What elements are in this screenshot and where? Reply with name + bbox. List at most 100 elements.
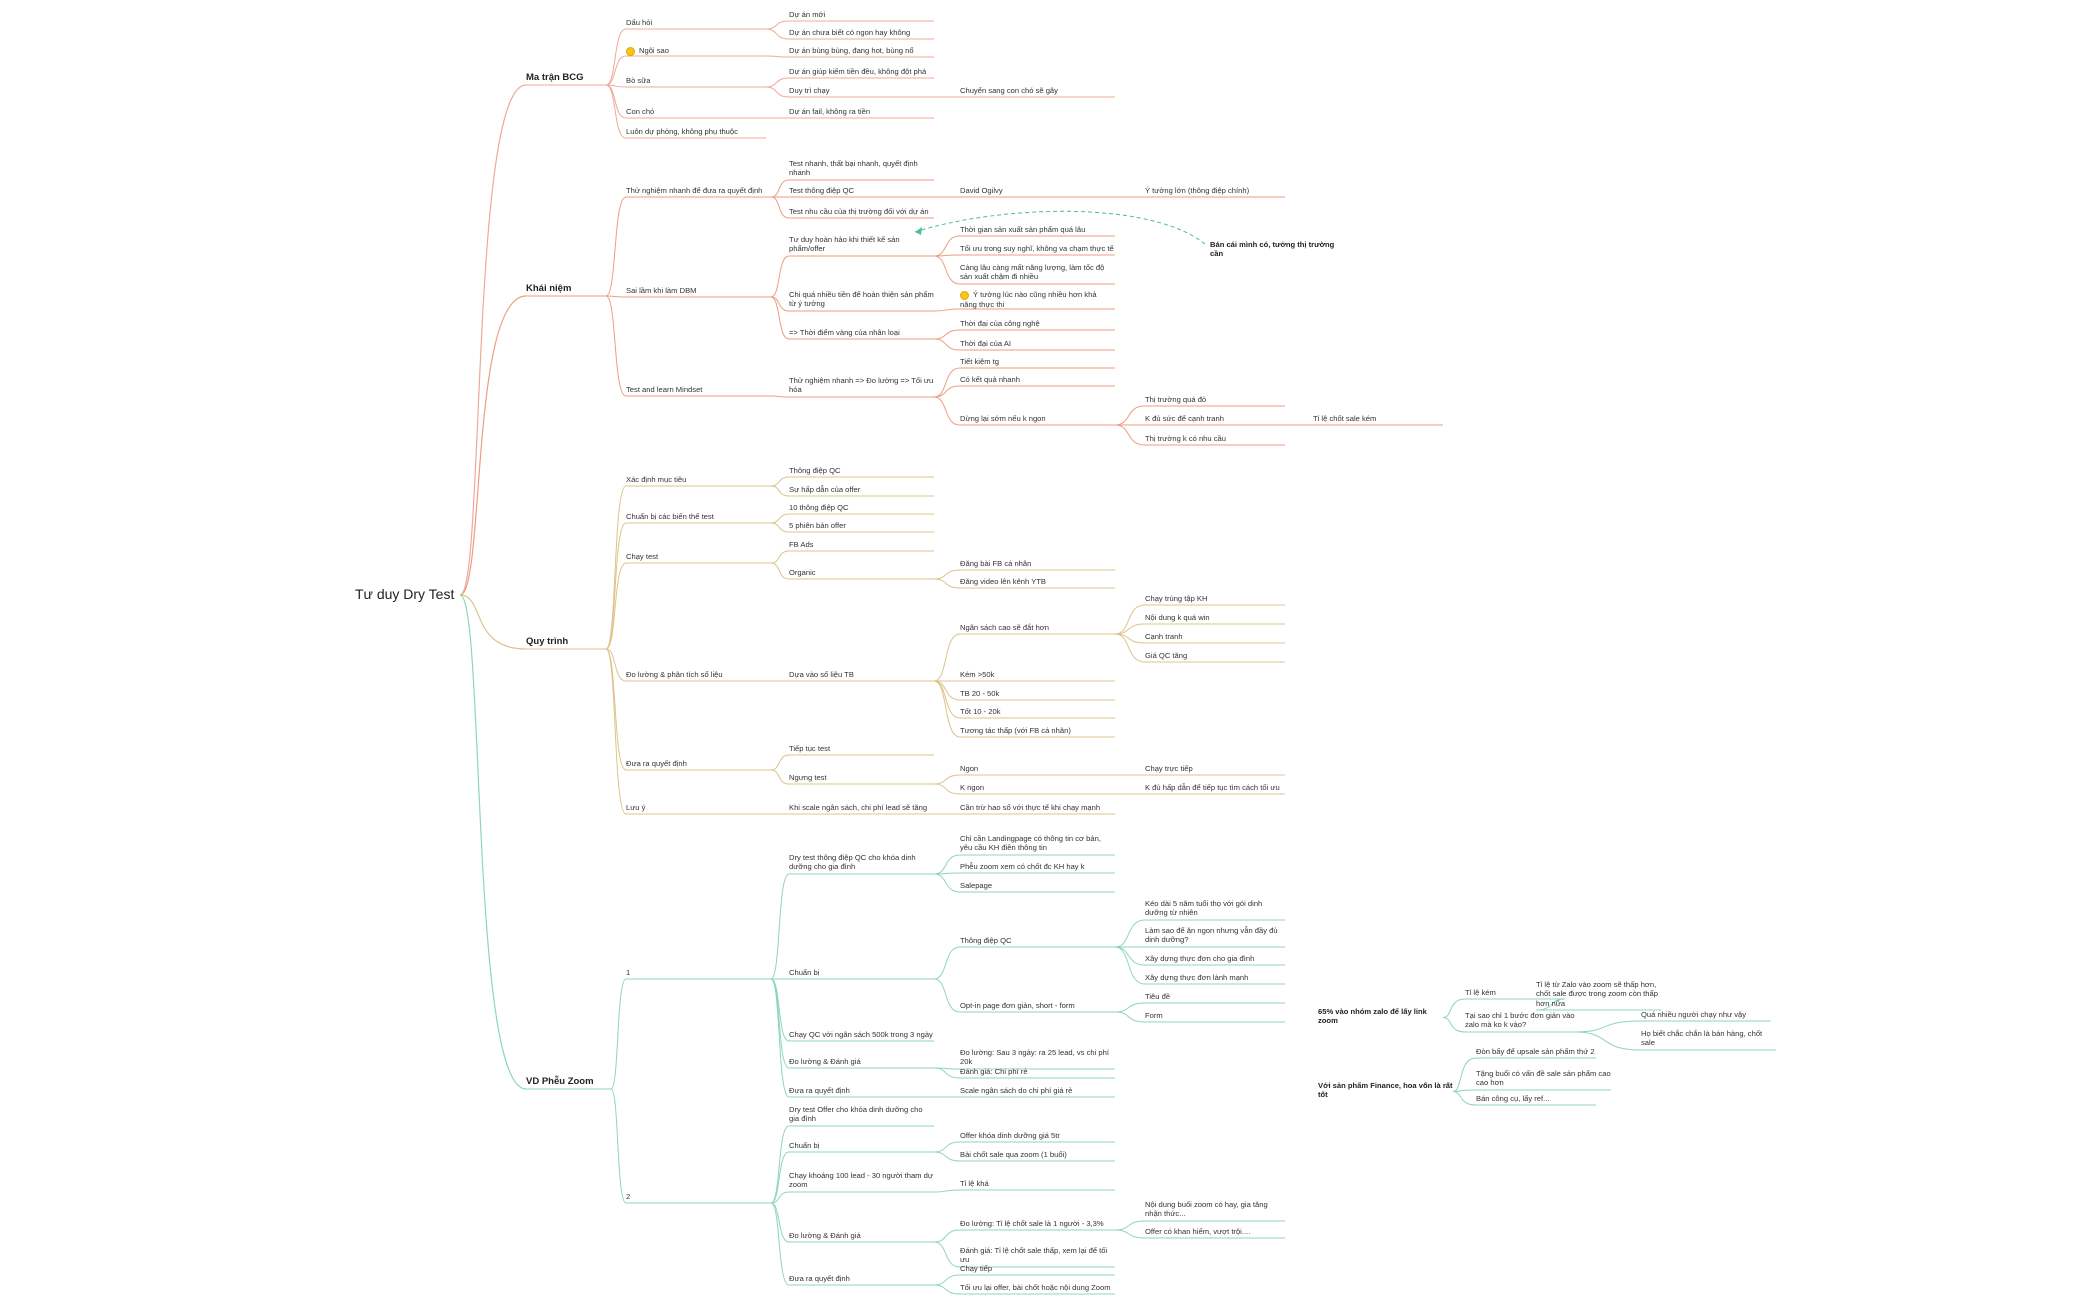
node-zm[interactable]: VD Phễu Zoom bbox=[526, 1076, 611, 1089]
node-z_2d2[interactable]: Đánh giá: Tỉ lệ chốt sale thấp, xem lại … bbox=[960, 1246, 1115, 1267]
node-f1b2[interactable]: Họ biết chắc chắn là bán hàng, chốt sale bbox=[1641, 1029, 1776, 1050]
node-b_cc[interactable]: Con chó bbox=[626, 107, 766, 118]
node-q_cb1[interactable]: 10 thông điệp QC bbox=[789, 503, 934, 514]
node-k_tl11[interactable]: Tiết kiệm tg bbox=[960, 357, 1115, 368]
node-z_2d1[interactable]: Đo lường: Tỉ lệ chốt sale là 1 người - 3… bbox=[960, 1219, 1115, 1230]
node-k_sl11[interactable]: Thời gian sản xuất sản phẩm quá lâu bbox=[960, 225, 1115, 236]
node-q_dl112[interactable]: Nội dung k quá win bbox=[1145, 613, 1285, 624]
node-k_tl1321[interactable]: Tỉ lệ chốt sale kém bbox=[1313, 414, 1443, 425]
node-f1b1[interactable]: Quá nhiều người chạy như vậy bbox=[1641, 1010, 1771, 1021]
node-z_1c[interactable]: Chạy QC với ngân sách 500k trong 3 ngày bbox=[789, 1030, 934, 1041]
node-k_tl133[interactable]: Thị trường k có nhu cầu bbox=[1145, 434, 1285, 445]
node-f1a1[interactable]: Tỉ lệ từ Zalo vào zoom sẽ thấp hơn, chốt… bbox=[1536, 980, 1661, 1010]
node-q_ct1[interactable]: FB Ads bbox=[789, 540, 934, 551]
node-k_side[interactable]: Bán cái mình có, tưởng thị trường cần bbox=[1210, 240, 1345, 261]
node-k_tn1[interactable]: Test nhanh, thất bại nhanh, quyết định n… bbox=[789, 159, 934, 180]
node-z_2d11[interactable]: Nội dung buổi zoom có hay, gia tăng nhận… bbox=[1145, 1200, 1285, 1221]
node-q_ct22[interactable]: Đăng video lên kênh YTB bbox=[960, 577, 1115, 588]
node-b_bs[interactable]: Bò sữa bbox=[626, 76, 766, 87]
node-q_dr211[interactable]: Chạy trực tiếp bbox=[1145, 764, 1285, 775]
node-q_cb[interactable]: Chuẩn bị các biến thể test bbox=[626, 512, 771, 523]
node-q_ct21[interactable]: Đăng bài FB cá nhân bbox=[960, 559, 1115, 570]
node-q_dr22[interactable]: K ngon bbox=[960, 783, 1115, 794]
node-z_2d12[interactable]: Offer có khan hiếm, vượt trội.... bbox=[1145, 1227, 1285, 1238]
node-z_2c[interactable]: Chạy khoảng 100 lead - 30 người tham dự … bbox=[789, 1171, 934, 1192]
node-k_tl12[interactable]: Có kết quả nhanh bbox=[960, 375, 1115, 386]
node-k_tn3[interactable]: Test nhu cầu của thị trường đối với dự á… bbox=[789, 207, 934, 218]
node-q_ct2[interactable]: Organic bbox=[789, 568, 934, 579]
node-k_sl2[interactable]: Chi quá nhiều tiền để hoàn thiện sản phẩ… bbox=[789, 290, 934, 311]
node-k_sl13[interactable]: Càng lâu càng mất năng lượng, làm tốc độ… bbox=[960, 263, 1115, 284]
node-z_1b21[interactable]: Tiêu đề bbox=[1145, 992, 1285, 1003]
node-z_1b11[interactable]: Kéo dài 5 năm tuổi thọ với gói dinh dưỡn… bbox=[1145, 899, 1285, 920]
node-z_1d1[interactable]: Đo lường: Sau 3 ngày: ra 25 lead, vs chi… bbox=[960, 1048, 1115, 1069]
node-k_sl3[interactable]: => Thời điểm vàng của nhân loại bbox=[789, 328, 934, 339]
node-z_1a[interactable]: Dry test thông điệp QC cho khóa dinh dưỡ… bbox=[789, 853, 934, 874]
node-qt[interactable]: Quy trình bbox=[526, 636, 606, 649]
node-z_2e2[interactable]: Tối ưu lại offer, bài chốt hoặc nội dung… bbox=[960, 1283, 1115, 1294]
node-z_1b13[interactable]: Xây dựng thực đơn cho gia đình bbox=[1145, 954, 1285, 965]
node-bcg[interactable]: Ma trận BCG bbox=[526, 72, 606, 85]
node-z_1b12[interactable]: Làm sao để ăn ngon nhưng vẫn đầy đủ dinh… bbox=[1145, 926, 1285, 947]
node-q_dl111[interactable]: Chạy trùng tập KH bbox=[1145, 594, 1285, 605]
node-kn[interactable]: Khái niệm bbox=[526, 283, 606, 296]
node-z_1d2[interactable]: Đánh giá: Chi phí rẻ bbox=[960, 1067, 1115, 1078]
node-z_2[interactable]: 2 bbox=[626, 1192, 771, 1203]
node-k_tn211[interactable]: Ý tưởng lớn (thông điệp chính) bbox=[1145, 186, 1285, 197]
node-q_xd[interactable]: Xác định mục tiêu bbox=[626, 475, 771, 486]
node-k_sl[interactable]: Sai lầm khi làm DBM bbox=[626, 286, 771, 297]
node-root[interactable]: Tư duy Dry Test bbox=[355, 586, 475, 604]
node-b_ns1[interactable]: Dự án bùng bùng, đang hot, bùng nổ bbox=[789, 46, 934, 57]
node-z_1b2[interactable]: Opt-in page đơn giản, short - form bbox=[960, 1001, 1115, 1012]
node-f2_2[interactable]: Tặng buổi có vấn đề sale sản phẩm cao ca… bbox=[1476, 1069, 1611, 1090]
node-k_tl[interactable]: Test and learn Mindset bbox=[626, 385, 771, 396]
node-q_dr2[interactable]: Ngưng test bbox=[789, 773, 934, 784]
node-q_dl14[interactable]: Tốt 10 - 20k bbox=[960, 707, 1115, 718]
node-z_2a[interactable]: Dry test Offer cho khóa dinh dưỡng cho g… bbox=[789, 1105, 934, 1126]
node-b_dh[interactable]: Dấu hỏi bbox=[626, 18, 766, 29]
node-f2[interactable]: Với sản phẩm Finance, hoa vốn là rất tốt bbox=[1318, 1081, 1453, 1102]
node-b_ns[interactable]: Ngôi sao bbox=[626, 46, 766, 56]
node-q_xd2[interactable]: Sự hấp dẫn của offer bbox=[789, 485, 934, 496]
node-z_2b2[interactable]: Bài chốt sale qua zoom (1 buổi) bbox=[960, 1150, 1115, 1161]
node-b_bs21[interactable]: Chuyển sang con chó sẽ gây bbox=[960, 86, 1115, 97]
node-f1a[interactable]: Tỉ lệ kém bbox=[1465, 988, 1565, 999]
node-q_dr1[interactable]: Tiếp tục test bbox=[789, 744, 934, 755]
node-q_ly[interactable]: Lưu ý bbox=[626, 803, 771, 814]
node-k_tn[interactable]: Thử nghiệm nhanh để đưa ra quyết định bbox=[626, 186, 771, 197]
node-q_dl13[interactable]: TB 20 - 50k bbox=[960, 689, 1115, 700]
node-q_dr21[interactable]: Ngon bbox=[960, 764, 1115, 775]
node-z_1b22[interactable]: Form bbox=[1145, 1011, 1285, 1022]
node-k_tn21[interactable]: David Ogilvy bbox=[960, 186, 1115, 197]
node-q_dl113[interactable]: Cạnh tranh bbox=[1145, 632, 1285, 643]
node-z_1[interactable]: 1 bbox=[626, 968, 771, 979]
node-f2_1[interactable]: Đòn bẩy để upsale sản phẩm thứ 2 bbox=[1476, 1047, 1596, 1058]
node-q_ly1[interactable]: Khi scale ngân sách, chi phí lead sẽ tăn… bbox=[789, 803, 934, 814]
node-k_tl1[interactable]: Thử nghiệm nhanh => Đo lường => Tối ưu h… bbox=[789, 376, 934, 397]
node-z_2e1[interactable]: Chạy tiếp bbox=[960, 1264, 1115, 1275]
node-q_dl[interactable]: Đo lường & phân tích số liệu bbox=[626, 670, 771, 681]
node-f2_3[interactable]: Bán công cụ, lấy ref... bbox=[1476, 1094, 1596, 1105]
node-q_dr[interactable]: Đưa ra quyết định bbox=[626, 759, 771, 770]
node-z_2d[interactable]: Đo lường & Đánh giá bbox=[789, 1231, 934, 1242]
node-b_bs1[interactable]: Dự án giúp kiếm tiền đều, không đột phá bbox=[789, 67, 934, 78]
node-z_2b[interactable]: Chuẩn bị bbox=[789, 1141, 934, 1152]
node-z_1a3[interactable]: Salepage bbox=[960, 881, 1115, 892]
node-f1[interactable]: 65% vào nhóm zalo để lấy link zoom bbox=[1318, 1007, 1443, 1028]
node-q_dl11[interactable]: Ngân sách cao sẽ đắt hơn bbox=[960, 623, 1115, 634]
node-z_2e[interactable]: Đưa ra quyết định bbox=[789, 1274, 934, 1285]
node-k_sl32[interactable]: Thời đại của AI bbox=[960, 339, 1115, 350]
node-q_cb2[interactable]: 5 phiên bản offer bbox=[789, 521, 934, 532]
node-q_dr221[interactable]: K đủ hấp dẫn để tiếp tục tìm cách tối ưu bbox=[1145, 783, 1285, 794]
node-q_dl15[interactable]: Tương tác thấp (với FB cá nhân) bbox=[960, 726, 1115, 737]
node-f1b[interactable]: Tại sao chỉ 1 bước đơn giản vào zalo mà … bbox=[1465, 1011, 1575, 1032]
node-q_dl1[interactable]: Dựa vào số liệu TB bbox=[789, 670, 934, 681]
node-b_dh2[interactable]: Dự án chưa biết có ngon hay không bbox=[789, 28, 934, 39]
node-q_xd1[interactable]: Thông điệp QC bbox=[789, 466, 934, 477]
node-k_tl13[interactable]: Dừng lại sớm nếu k ngon bbox=[960, 414, 1115, 425]
node-z_1b1[interactable]: Thông điệp QC bbox=[960, 936, 1115, 947]
node-b_dh1[interactable]: Dự án mới bbox=[789, 10, 934, 21]
node-k_tl131[interactable]: Thị trường quá đỏ bbox=[1145, 395, 1285, 406]
node-q_ct[interactable]: Chạy test bbox=[626, 552, 771, 563]
node-z_1d[interactable]: Đo lường & Đánh giá bbox=[789, 1057, 934, 1068]
